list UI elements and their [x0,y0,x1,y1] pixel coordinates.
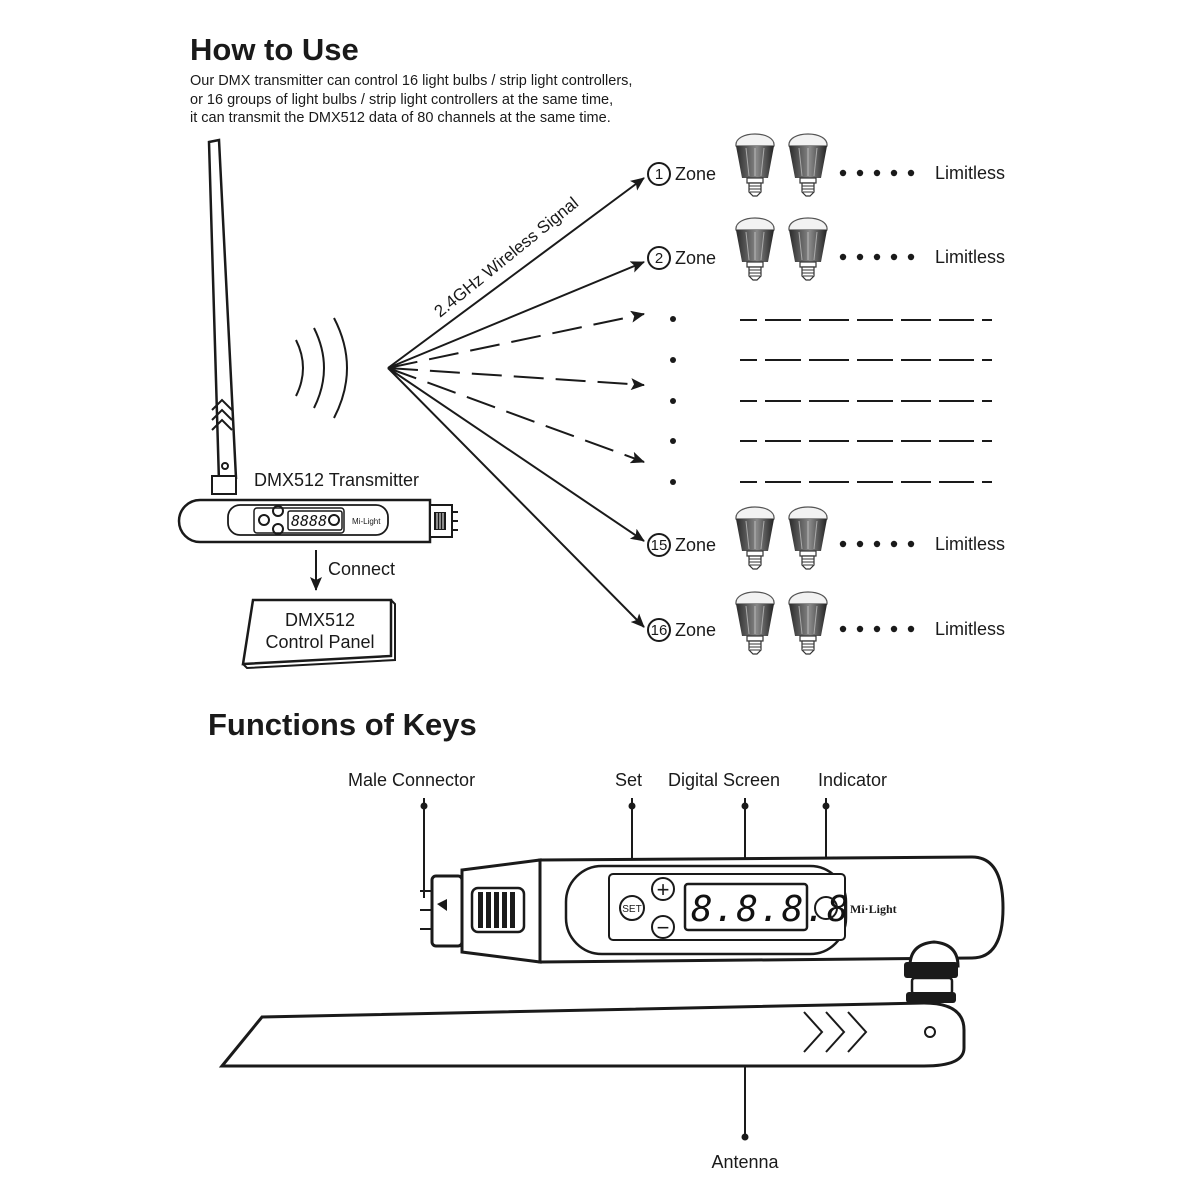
transmitter-small: 8888 Mi-Light [177,498,458,544]
plus-button[interactable]: + [651,877,675,902]
intro-line-3: it can transmit the DMX512 data of 80 ch… [190,110,611,126]
control-panel-line-2: Control Panel [265,632,374,652]
antenna-large [218,1001,966,1068]
signal-arrows [387,177,645,628]
indicator-light [814,896,838,920]
set-button-label: SET [622,904,641,915]
callout-antenna: Antenna [711,1152,779,1172]
bulb-icon [788,133,828,197]
plus-icon: + [657,877,670,902]
placeholder-rows [670,316,992,485]
callout-digital-screen: Digital Screen [668,770,780,790]
zone-limit: Limitless [935,534,1005,554]
zone-limit: Limitless [935,163,1005,183]
callout-indicator: Indicator [818,770,887,790]
minus-icon: − [657,915,670,940]
transmitter-label: DMX512 Transmitter [254,470,419,490]
brand-logo: Mi·Light [850,902,897,916]
how-to-use-title: How to Use [190,32,359,67]
arrow-dashed-2 [387,367,645,391]
connect-label: Connect [328,559,395,579]
bulb-icon [735,133,775,197]
zone-number: 16 [651,622,668,639]
zone-label: Zone [675,620,716,640]
ellipsis-dots [839,625,915,633]
callout-set: Set [615,770,642,790]
ellipsis-dots [839,540,915,548]
zone-number: 15 [651,537,668,554]
ellipsis-dots [839,169,915,177]
connector-arrow-icon [437,899,447,911]
zone-row: 1 Zone Limitless [647,133,1005,197]
ellipsis-dots [839,253,915,261]
digital-screen: 8.8.8.8 [683,882,850,932]
zone-number: 1 [655,166,663,183]
control-panel-box [241,598,396,670]
small-brand: Mi-Light [352,517,381,526]
callout-male-connector: Male Connector [348,770,475,790]
set-button[interactable]: SET [619,895,645,921]
zone-limit: Limitless [935,619,1005,639]
arrow-zone-1 [387,177,645,369]
zone-label: Zone [675,248,716,268]
zone-label: Zone [675,164,716,184]
zone-limit: Limitless [935,247,1005,267]
intro-line-2: or 16 groups of light bulbs / strip ligh… [190,92,613,108]
digital-screen-value: 8.8.8.8 [691,889,850,930]
callout-lines [420,798,830,1141]
arrow-zone-15 [387,367,645,542]
bulb-icon [788,591,828,655]
arrow-zone-2 [387,261,645,369]
small-display: 8888 [291,512,327,530]
zone-number: 2 [655,250,663,267]
wireless-waves-icon [295,317,348,419]
zone-row: 16 Zone Limitless [647,591,1005,655]
arrow-dashed-3 [387,367,645,464]
bulb-icon [735,506,775,570]
bulb-icon [735,217,775,281]
minus-button[interactable]: − [651,915,675,940]
signal-label: 2.4GHz Wireless Signal [431,193,582,321]
arrow-zone-16 [387,367,645,628]
bulb-icon [788,506,828,570]
functions-title: Functions of Keys [208,707,477,742]
antenna-small [207,138,238,495]
zone-row: 15 Zone Limitless [647,506,1005,570]
intro-line-1: Our DMX transmitter can control 16 light… [190,73,632,89]
bulb-icon [735,591,775,655]
bulb-icon [788,217,828,281]
zone-row: 2 Zone Limitless [647,217,1005,281]
control-panel-line-1: DMX512 [285,610,355,630]
arrow-dashed-1 [387,310,645,369]
zone-label: Zone [675,535,716,555]
